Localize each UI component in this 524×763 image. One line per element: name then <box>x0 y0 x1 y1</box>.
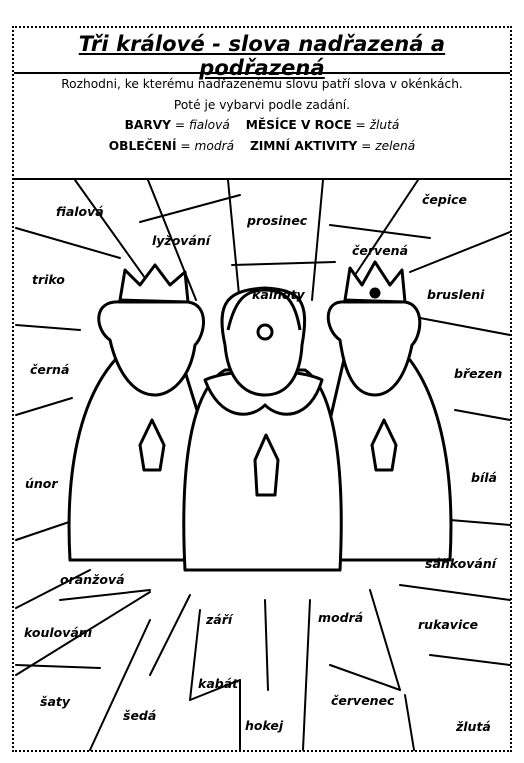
word-box: oranžová <box>60 572 125 587</box>
word-box: rukavice <box>418 617 479 632</box>
instructions: Rozhodni, ke kterému nadřazenému slovu p… <box>14 74 510 180</box>
word-box: bílá <box>471 470 497 485</box>
page-title: Tři králové - slova nadřazená a podřazen… <box>78 32 446 80</box>
worksheet-border <box>12 26 512 752</box>
legend-color: žlutá <box>369 118 400 132</box>
word-box: sáňkování <box>425 556 496 571</box>
word-box: fialová <box>56 204 104 219</box>
legend-category: OBLEČENÍ <box>108 138 177 153</box>
word-box: čepice <box>422 192 468 207</box>
word-box: šedá <box>123 708 157 723</box>
region-dividers <box>15 179 511 751</box>
legend-color: fialová <box>188 118 230 132</box>
word-box: kabát <box>198 676 239 691</box>
word-box: modrá <box>318 610 364 625</box>
word-box: červenec <box>331 693 395 708</box>
instruction-line-2: Poté je vybarvi podle zadání. <box>173 97 351 112</box>
legend-color: modrá <box>194 138 235 153</box>
word-box: žlutá <box>456 719 491 734</box>
word-box: červená <box>352 243 409 258</box>
word-box: brusleni <box>427 287 485 302</box>
word-box: únor <box>25 476 58 491</box>
legend-category: ZIMNÍ AKTIVITY <box>249 138 358 153</box>
word-box: lyžování <box>152 233 211 248</box>
legend-row-1: BARVY = fialová MĚSÍCE V ROCE = žlutá <box>124 118 400 132</box>
word-box: hokej <box>245 718 284 733</box>
word-box: kalhoty <box>252 287 305 302</box>
word-box: černá <box>30 362 70 377</box>
legend-category: MĚSÍCE V ROCE <box>245 118 352 132</box>
word-box: březen <box>454 366 503 381</box>
three-kings-illustration <box>67 260 453 572</box>
word-box: září <box>206 612 233 627</box>
word-box: koulování <box>24 625 92 640</box>
word-box: prosinec <box>247 213 308 228</box>
legend-category: BARVY <box>124 118 171 132</box>
legend-row-2: OBLEČENÍ = modrá ZIMNÍ AKTIVITY = zelená <box>108 138 416 153</box>
word-box: šaty <box>40 694 70 709</box>
word-box: triko <box>32 272 65 287</box>
instruction-line-1: Rozhodni, ke kterému nadřazenému slovu p… <box>61 77 463 91</box>
title-box: Tři králové - slova nadřazená a podřazen… <box>14 28 510 80</box>
legend-color: zelená <box>375 138 416 153</box>
